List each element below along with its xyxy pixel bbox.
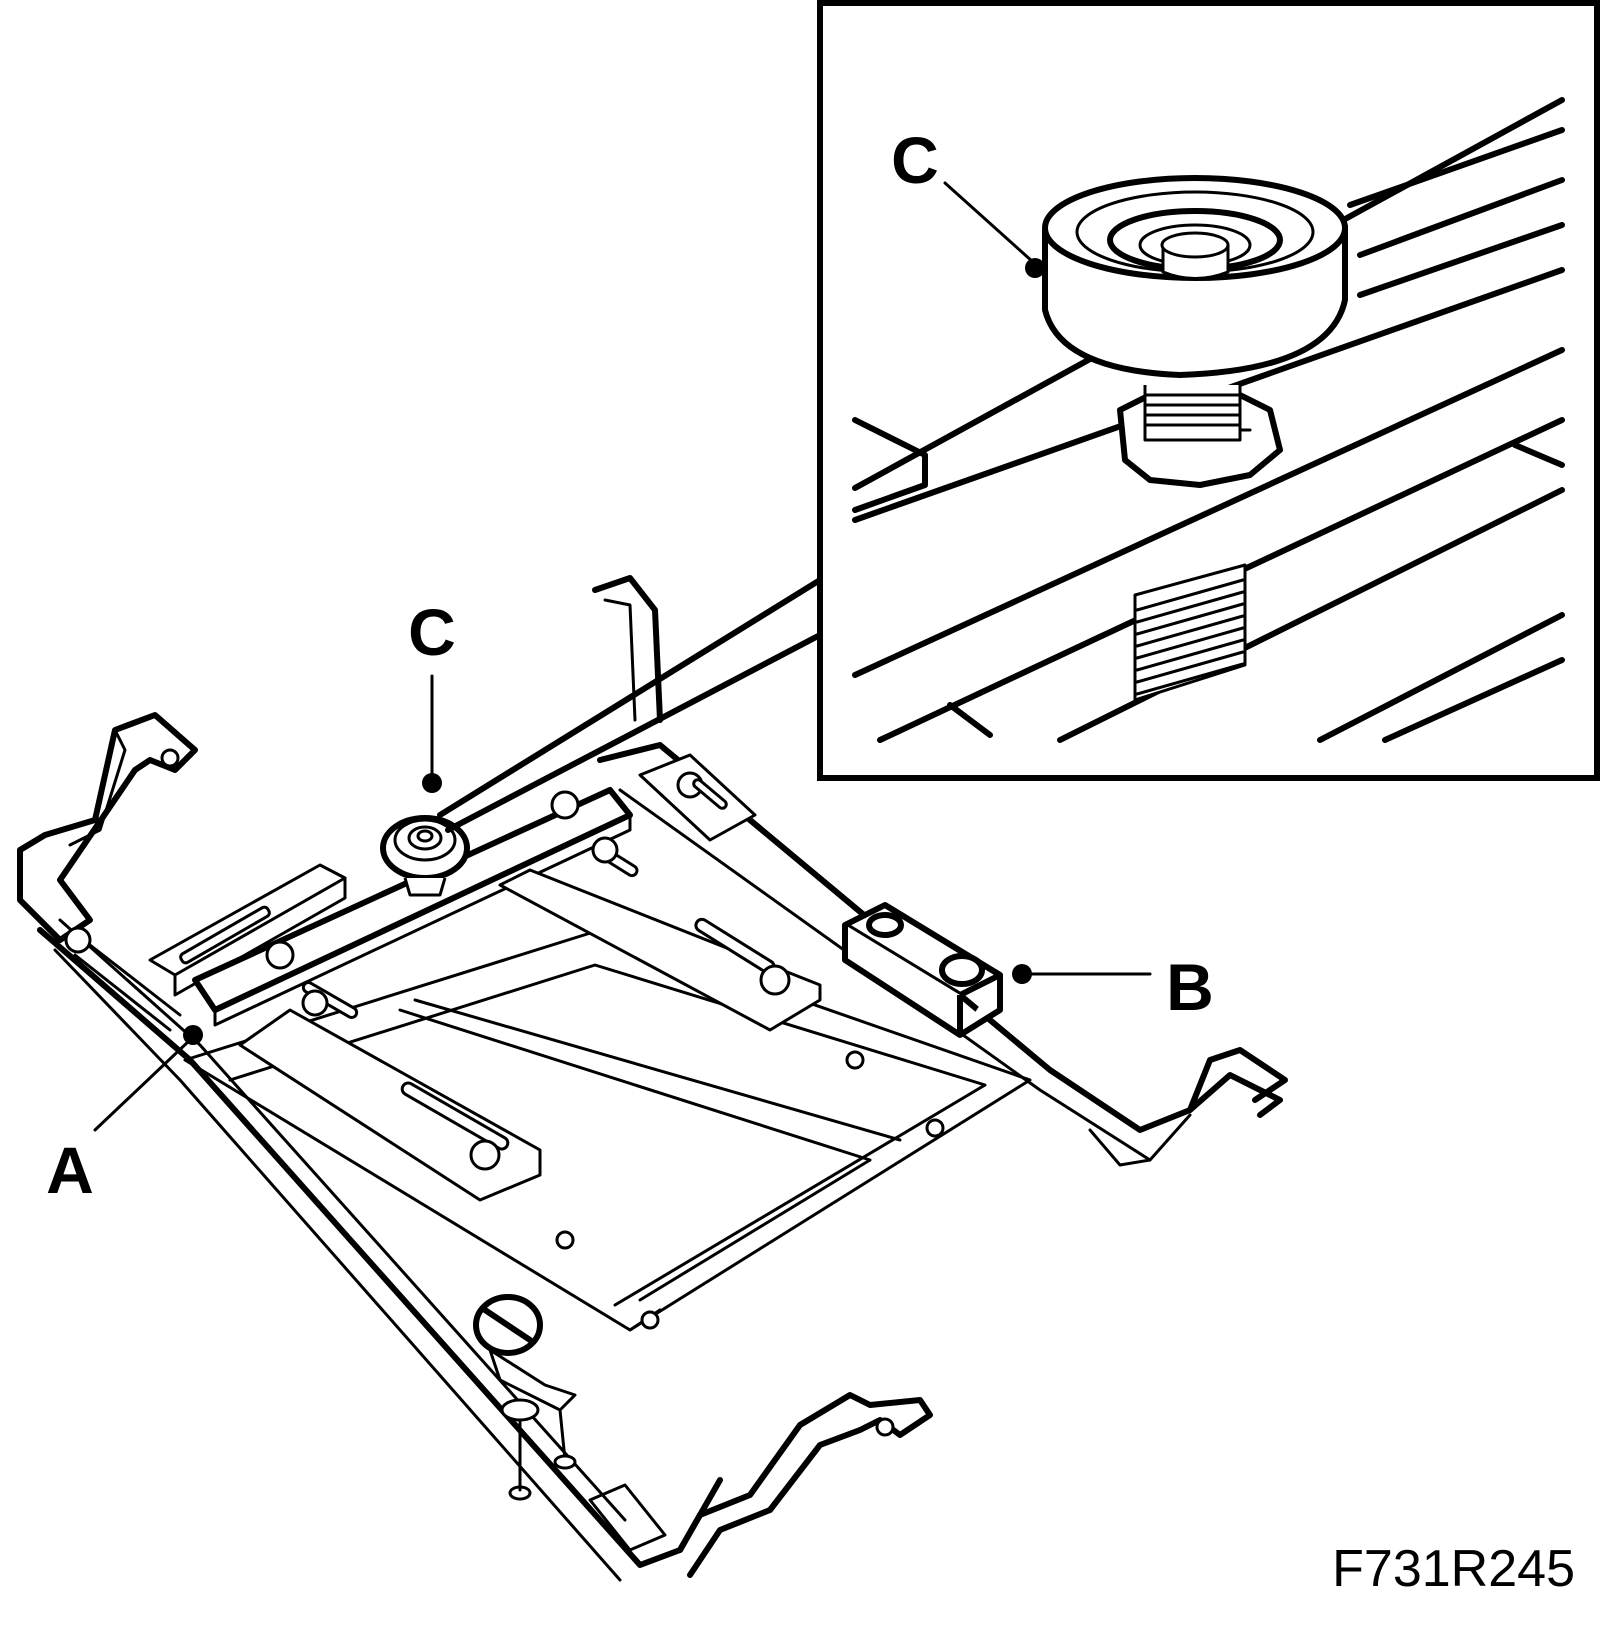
- callout-label-c-detail: C: [891, 123, 939, 197]
- figure-code: F731R245: [1332, 1540, 1575, 1598]
- left-hook-bracket: [17, 712, 198, 943]
- leaders: [93, 181, 1152, 1132]
- callout-label-a: A: [46, 1133, 94, 1207]
- callout-label-c-main: C: [408, 595, 456, 669]
- leader-dot-b: [1012, 964, 1032, 984]
- magnifier-line-bottom: [445, 632, 823, 833]
- callout-label-b: B: [1166, 950, 1214, 1024]
- leader-dot-c-detail: [1025, 258, 1045, 278]
- part-c-roller-main: [380, 815, 470, 897]
- part-b-block: [842, 902, 1003, 1038]
- adjuster-knob: [473, 1294, 577, 1501]
- leader-dot-a: [183, 1025, 203, 1045]
- adjustment-plates: [64, 753, 822, 1202]
- rear-hook-bracket: [677, 1392, 933, 1578]
- leader-dot-c-main: [422, 773, 442, 793]
- detail-inset: [817, 0, 1600, 781]
- magnifier-line-top: [437, 577, 823, 818]
- inner-frame: [183, 928, 1032, 1332]
